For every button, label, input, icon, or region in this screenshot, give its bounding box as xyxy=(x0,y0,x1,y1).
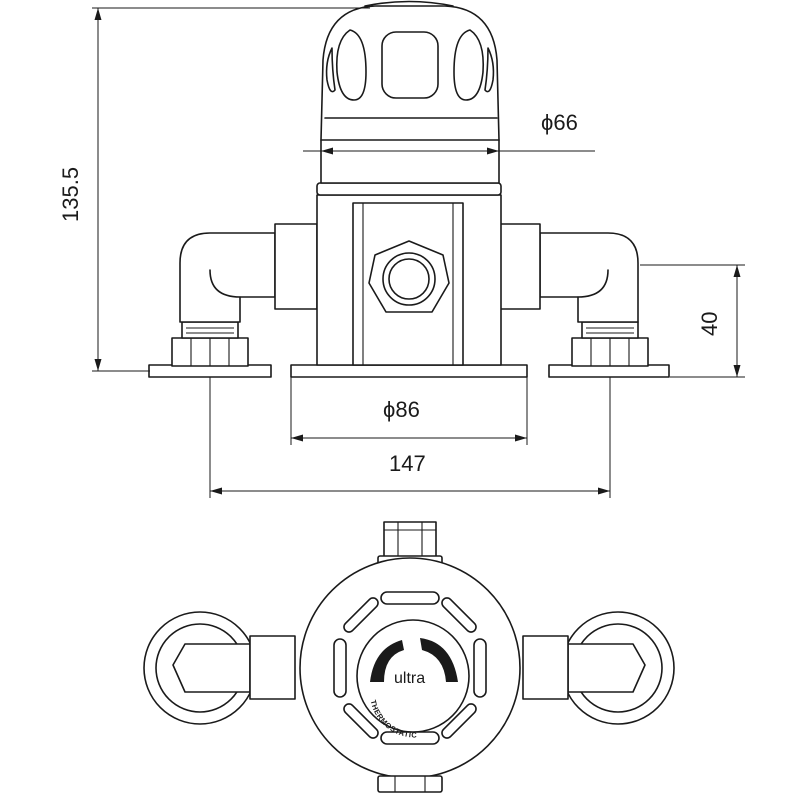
dimension-base-diameter: ϕ86 xyxy=(290,377,528,445)
front-elevation: 135.5 ϕ66 40 ϕ86 xyxy=(58,0,745,498)
plan-grip-slots xyxy=(333,591,487,745)
plan-left-arm xyxy=(143,611,296,725)
logo-brand: ultra xyxy=(394,670,425,687)
logo-swoosh-icon xyxy=(370,640,404,682)
plan-right-arm xyxy=(522,611,675,725)
right-wall-fitting xyxy=(489,223,670,378)
plan-view: ultra THERMOSTATIC xyxy=(143,521,675,793)
valve-body xyxy=(290,194,528,378)
dimension-head-diameter: ϕ66 xyxy=(303,110,595,155)
control-head xyxy=(316,0,502,196)
dimension-centres-width: 147 xyxy=(209,377,611,498)
diameter-symbol: ϕ xyxy=(383,397,395,422)
dimension-head-label: 66 xyxy=(553,110,577,135)
dimension-height: 135.5 xyxy=(58,7,370,372)
dimension-outlet-height: 40 xyxy=(640,264,745,378)
svg-text:ϕ66: ϕ66 xyxy=(541,110,578,135)
logo-cap: ultra THERMOSTATIC xyxy=(356,619,470,740)
svg-text:ϕ86: ϕ86 xyxy=(383,397,420,422)
left-wall-fitting xyxy=(148,223,325,378)
dimension-base-label: 86 xyxy=(395,397,419,422)
dimension-outlet-label: 40 xyxy=(697,312,722,336)
dimension-height-label: 135.5 xyxy=(58,167,83,222)
dimension-width-label: 147 xyxy=(389,451,426,476)
diameter-symbol: ϕ xyxy=(541,110,553,135)
